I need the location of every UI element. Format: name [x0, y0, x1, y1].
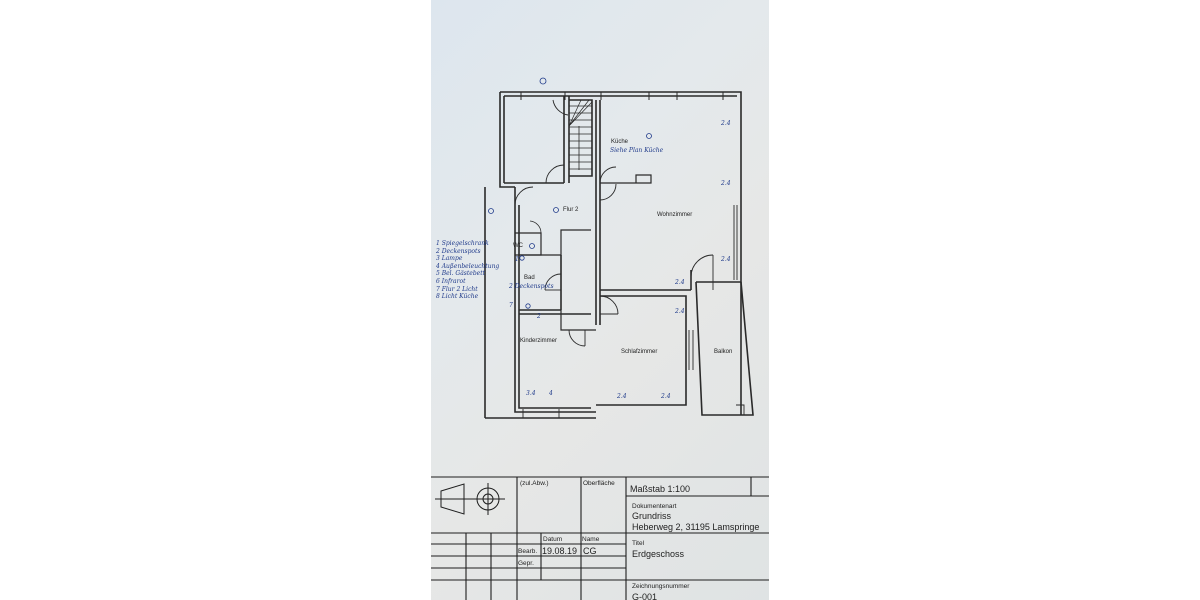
address: Heberweg 2, 31195 Lamspringe: [632, 522, 760, 532]
legend-item: 3 Lampe: [436, 255, 463, 263]
mark-schlaf-2: 2.4: [661, 393, 671, 400]
floor-plan-photo: Küche Siehe Plan Küche Wohnzimmer Flur 2…: [431, 0, 769, 600]
mark-wohn-4: 2.4: [675, 279, 685, 286]
mark-bad-2: 7: [509, 302, 513, 309]
legend-item: 5 Bel. Gästebett: [436, 270, 486, 278]
mark-kinder-1: 3.4: [526, 390, 536, 397]
bearb-label: Bearb.: [518, 548, 538, 555]
room-label-flur: Flur 2: [563, 207, 579, 213]
title-block: (zul.Abw.) Oberfläche Maßstab 1:100 Doku…: [431, 476, 769, 600]
mark-kinder-2: 4: [549, 390, 553, 397]
dokumentenart-label: Dokumentenart: [632, 503, 677, 510]
handwritten-legend: 1 Spiegelschrank 2 Deckenspots 3 Lampe 4…: [436, 240, 499, 301]
mark-wohn-1: 2.4: [721, 120, 731, 127]
zeichnungsnummer-label: Zeichnungsnummer: [632, 583, 690, 590]
mark-bad-1: 1: [515, 256, 519, 263]
bearb-datum: 19.08.19: [542, 546, 578, 556]
room-label-wc: WC: [513, 243, 523, 249]
room-label-balkon: Balkon: [714, 349, 733, 355]
projection-symbol-icon: [435, 483, 505, 515]
mark-schlaf-1: 2.4: [617, 393, 627, 400]
room-label-kueche: Küche: [611, 139, 629, 145]
legend-item: 7 Flur 2 Licht: [436, 285, 478, 293]
mark-schlaf-3: 2.4: [675, 308, 685, 315]
bearb-name: CG: [583, 546, 597, 556]
legend-item: 6 Infrarot: [436, 277, 466, 285]
legend-item: 8 Licht Küche: [436, 293, 479, 301]
room-label-wohnzimmer: Wohnzimmer: [657, 212, 693, 218]
room-label-bad: Bad: [524, 275, 535, 281]
titel-label: Titel: [632, 540, 645, 547]
gepr-label: Gepr.: [518, 560, 534, 567]
legend-item: 4 Außenbeleuchtung: [436, 262, 500, 270]
title-block-grid: [431, 476, 769, 600]
oberflaeche-label: Oberfläche: [583, 480, 615, 487]
room-label-kinderzimmer: Kinderzimmer: [520, 338, 558, 344]
mark-wohn-3: 2.4: [721, 256, 731, 263]
zul-abw-label: (zul.Abw.): [520, 480, 549, 487]
mark-kinder-3: 2: [537, 313, 541, 320]
room-label-schlafzimmer: Schlafzimmer: [621, 349, 658, 355]
zeichnungsnummer: G-001: [632, 592, 658, 600]
floor-plan-drawing: [484, 77, 754, 419]
datum-label: Datum: [543, 536, 563, 543]
dokumentenart: Grundriss: [632, 511, 672, 521]
legend-item: 1 Spiegelschrank: [436, 240, 489, 247]
titel: Erdgeschoss: [632, 549, 685, 559]
mark-wohn-2: 2.4: [721, 180, 731, 187]
note-bad: 2 Deckenspots: [509, 283, 554, 290]
note-kueche: Siehe Plan Küche: [610, 147, 664, 154]
massstab: Maßstab 1:100: [630, 484, 691, 494]
name-label: Name: [582, 536, 600, 543]
legend-item: 2 Deckenspots: [436, 247, 481, 255]
